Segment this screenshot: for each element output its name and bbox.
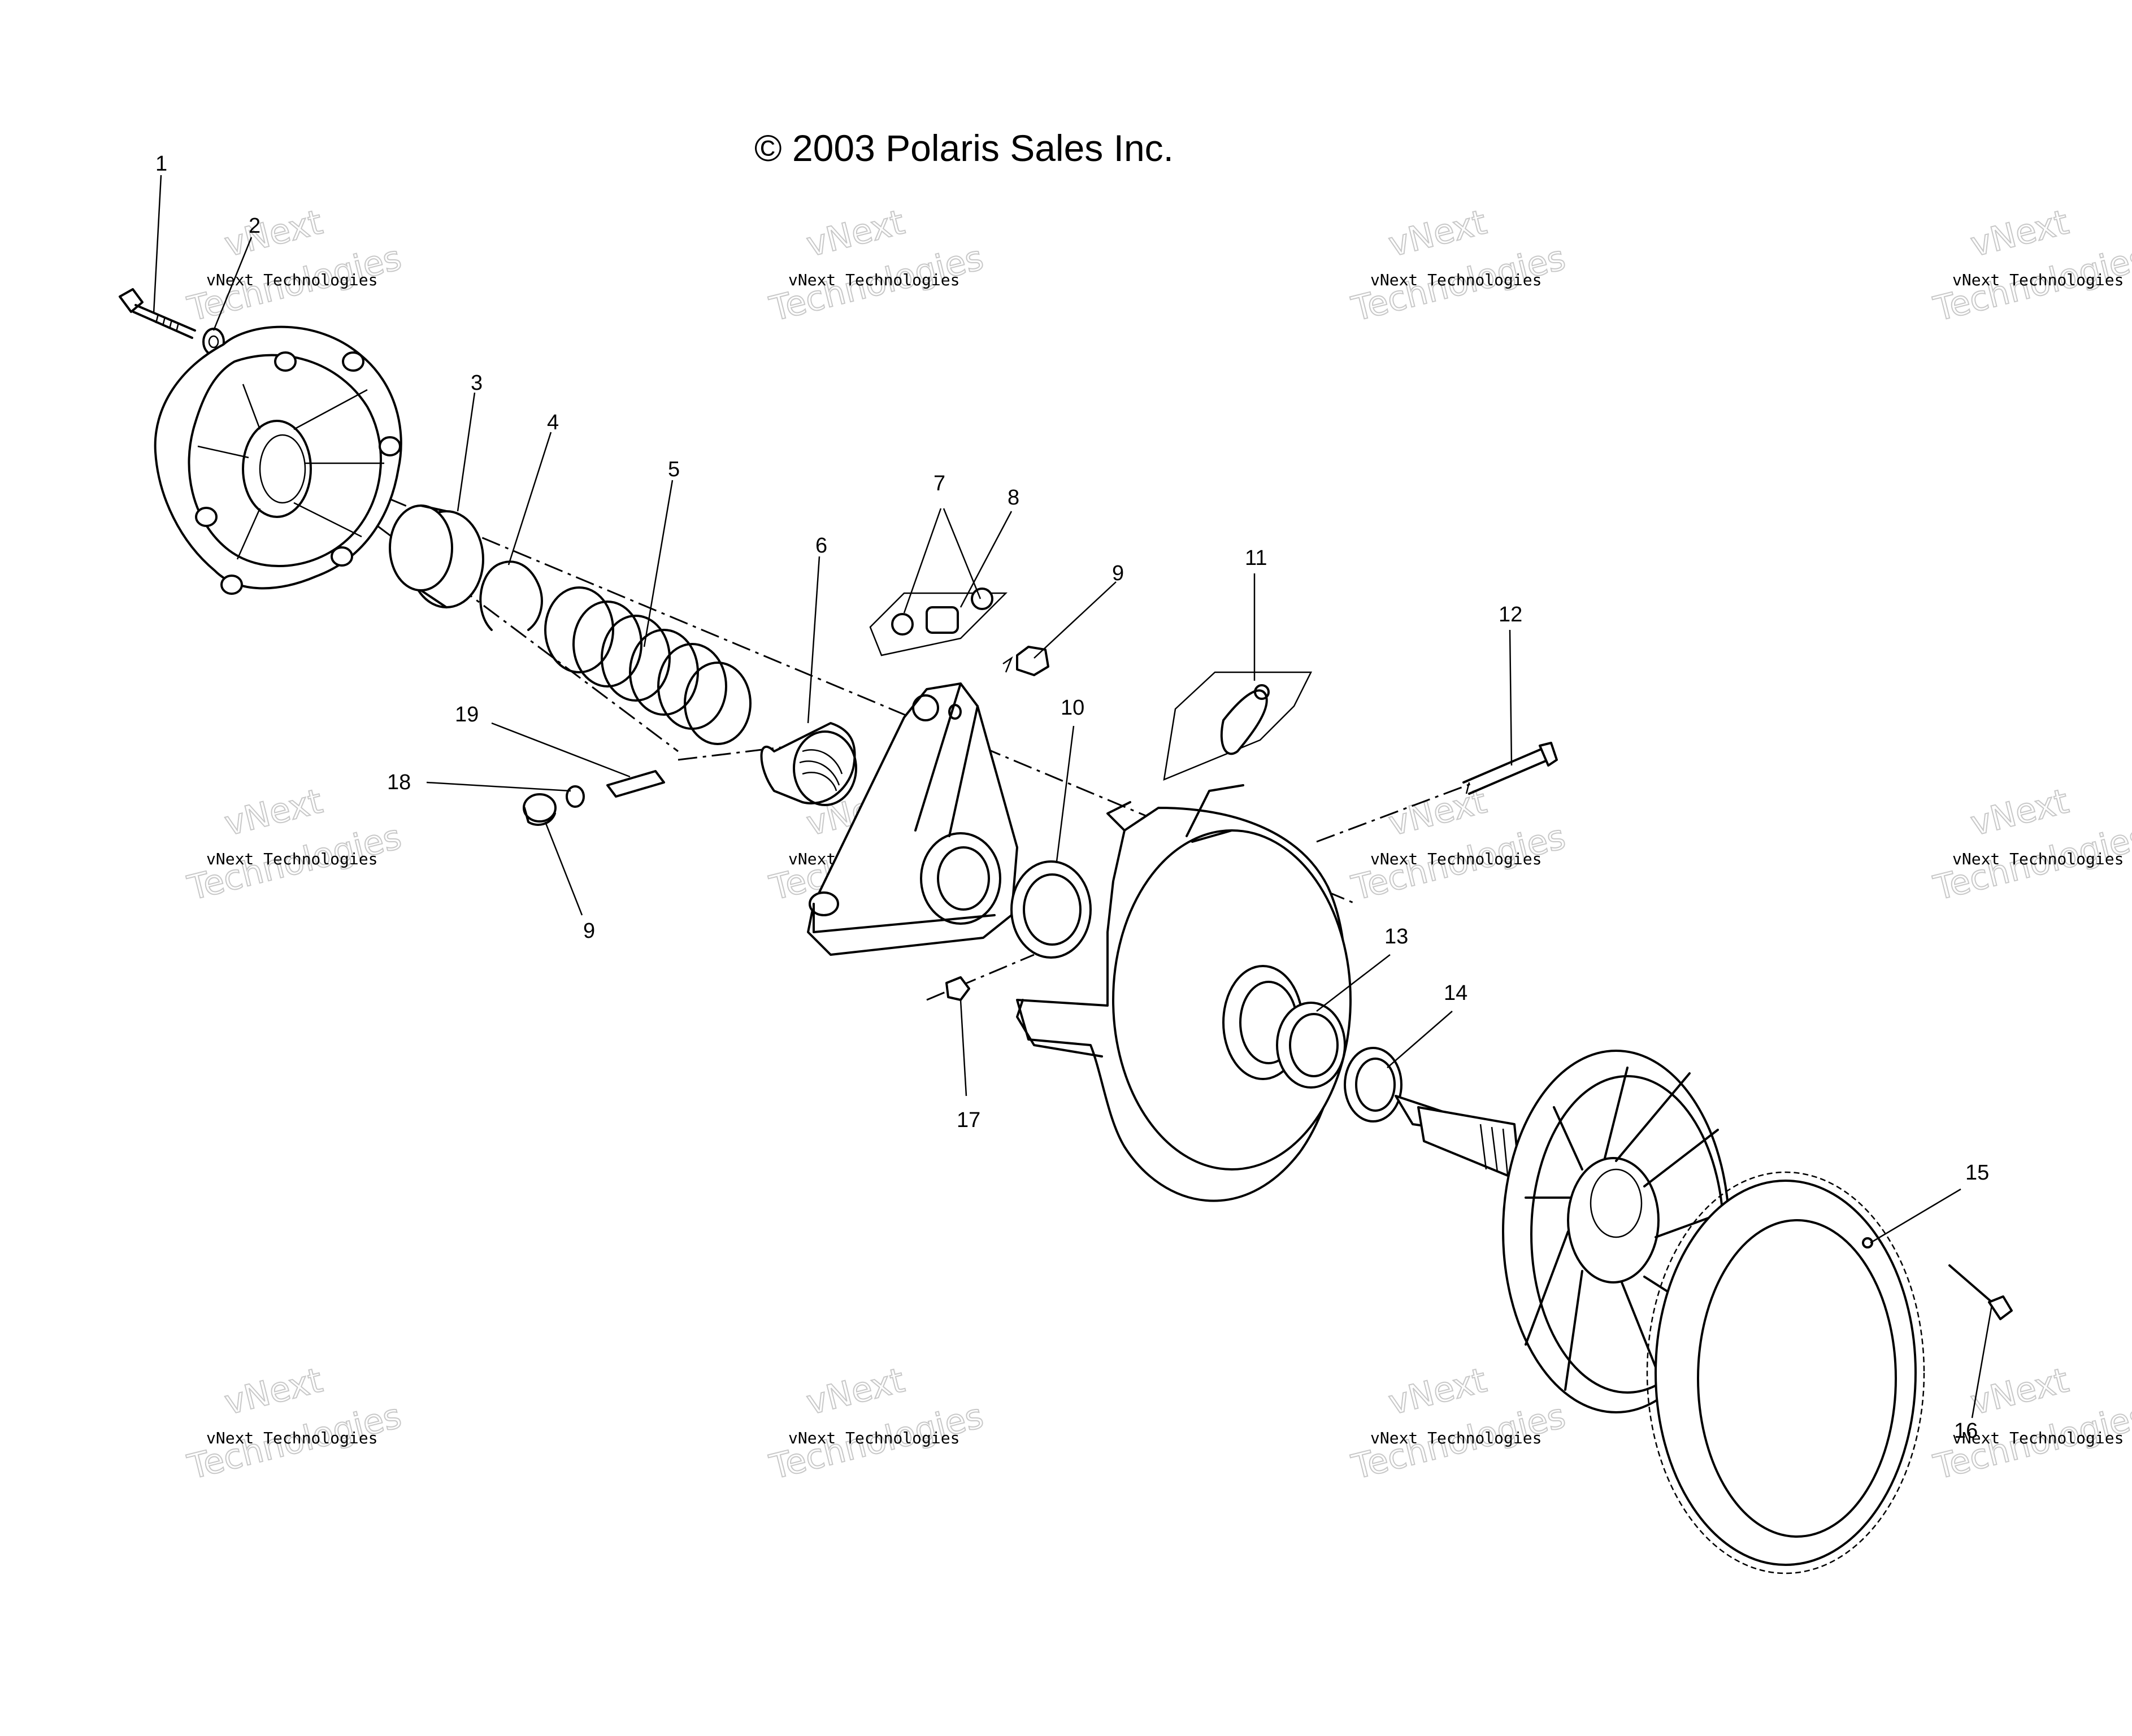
callout-7: 7 — [933, 472, 945, 495]
axis-to-nut — [926, 954, 1035, 1001]
svg-text:vNext: vNext — [803, 202, 909, 264]
watermark: vNext Technologies vNext Technologies — [1347, 202, 1570, 330]
part-bushing-13 — [1276, 1002, 1346, 1089]
part-ring-gear — [1646, 1171, 1925, 1574]
svg-text:vNext: vNext — [803, 1360, 909, 1422]
svg-text:vNext Technologies: vNext Technologies — [788, 1429, 959, 1447]
callout-10: 10 — [1061, 696, 1084, 720]
part-fixed-sheave — [1395, 1050, 1730, 1413]
callout-4: 4 — [547, 411, 559, 434]
part-spring — [544, 586, 752, 745]
part-washer-14 — [1344, 1047, 1402, 1122]
part-roller-upper — [1002, 646, 1049, 676]
callout-1: 1 — [155, 152, 167, 176]
part-cover-plate — [154, 325, 402, 595]
callout-2: 2 — [249, 214, 260, 238]
watermark: vNext Technologies vNext Technologies — [765, 1360, 988, 1488]
part-spider-arm — [807, 682, 1018, 956]
part-clip-18 — [566, 785, 585, 808]
copyright-title: © 2003 Polaris Sales Inc. — [754, 127, 1174, 169]
callout-5: 5 — [668, 458, 680, 481]
svg-text:vNext: vNext — [221, 781, 327, 843]
callout-9-lower: 9 — [583, 919, 595, 943]
svg-text:vNext Technologies: vNext Technologies — [1952, 1429, 2124, 1447]
svg-text:vNext Technologies: vNext Technologies — [1370, 1429, 1542, 1447]
part-weight-kit — [1163, 671, 1313, 781]
svg-text:vNext: vNext — [221, 202, 327, 264]
callout-11: 11 — [1245, 546, 1267, 570]
callout-18: 18 — [387, 771, 411, 794]
part-washer-ring — [1010, 860, 1092, 959]
callout-15: 15 — [1965, 1161, 1989, 1185]
watermark: vNext Technologies vNext Technologies — [1347, 781, 1570, 909]
watermark: vNext Technologies vNext Technologies — [765, 202, 988, 330]
callout-12: 12 — [1499, 603, 1522, 626]
part-bushing-ring — [389, 504, 484, 608]
watermark: vNext Technologies vNext Technologies — [1929, 202, 2132, 330]
part-roller-lower — [523, 793, 557, 826]
callout-19: 19 — [455, 703, 479, 726]
callout-8: 8 — [1008, 486, 1019, 510]
svg-text:vNext Technologies: vNext Technologies — [206, 850, 377, 868]
part-helix-cam — [760, 722, 857, 806]
watermark: vNext Technologies vNext Technologies — [1347, 1360, 1570, 1488]
axis-to-bolt-12 — [1316, 781, 1475, 843]
watermark: vNext Technologies vNext Technologies — [183, 1360, 406, 1488]
callout-16: 16 — [1954, 1419, 1978, 1443]
callout-3: 3 — [471, 371, 483, 395]
svg-text:vNext Technologies: vNext Technologies — [788, 271, 959, 289]
leader-lines — [153, 175, 1993, 1419]
watermark: vNext Technologies vNext Technologies — [183, 781, 406, 909]
svg-text:vNext Technologies: vNext Technologies — [1952, 271, 2124, 289]
callout-9-upper: 9 — [1112, 562, 1124, 585]
svg-text:vNext Technologies: vNext Technologies — [1370, 850, 1542, 868]
callout-13: 13 — [1384, 925, 1408, 949]
part-bolt-12 — [1462, 742, 1558, 795]
svg-text:vNext: vNext — [1967, 202, 2073, 264]
part-bolt — [119, 288, 196, 339]
callout-14: 14 — [1444, 981, 1467, 1005]
watermark: vNext Technologies vNext Technologies — [183, 202, 406, 330]
callout-17: 17 — [957, 1108, 980, 1132]
svg-text:vNext Technologies: vNext Technologies — [1370, 271, 1542, 289]
part-snap-ring — [479, 560, 543, 631]
part-moveable-sheave — [1016, 784, 1352, 1202]
callout-6: 6 — [815, 534, 827, 558]
svg-text:vNext Technologies: vNext Technologies — [1952, 850, 2124, 868]
part-pin-19 — [606, 770, 665, 798]
svg-text:vNext: vNext — [221, 1360, 327, 1422]
part-nut-17 — [945, 976, 970, 1001]
watermark: vNext Technologies vNext Technologies — [1929, 781, 2132, 909]
part-screw-16 — [1948, 1264, 2013, 1320]
svg-text:vNext: vNext — [1967, 781, 2073, 843]
part-roller-kit — [869, 588, 1008, 656]
svg-text:vNext: vNext — [1385, 1360, 1491, 1422]
callout-numbers: 1 2 3 4 5 6 7 8 9 10 11 12 13 14 15 16 1… — [155, 152, 1989, 1443]
svg-text:vNext Technologies: vNext Technologies — [206, 1429, 377, 1447]
svg-text:vNext: vNext — [1385, 202, 1491, 264]
svg-text:vNext: vNext — [1967, 1360, 2073, 1422]
